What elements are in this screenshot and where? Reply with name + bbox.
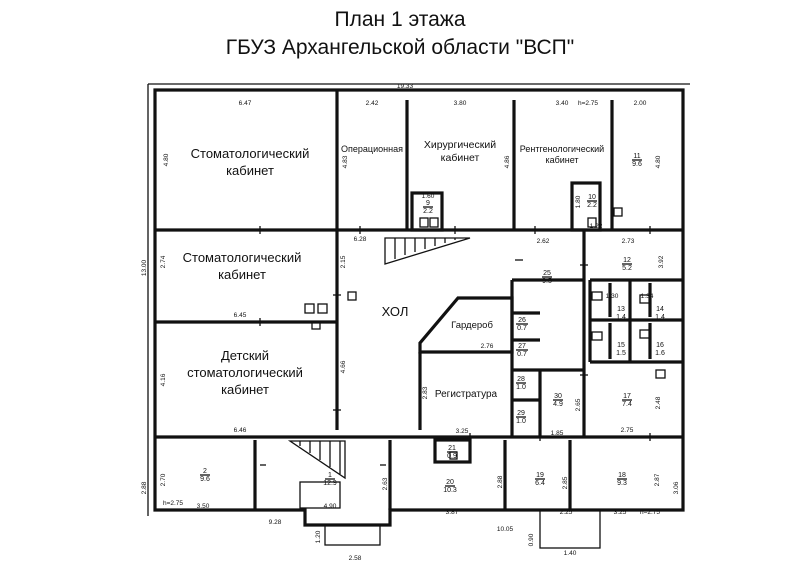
dimension: 1.30 (606, 293, 619, 300)
dimension: 2.83 (422, 386, 429, 399)
room-10-wall (570, 181, 602, 232)
dimension: 6.47 (239, 100, 252, 107)
dimension: 4.83 (342, 155, 349, 168)
dimension-labels: 19.33 6.47 2.42 3.80 3.40 h=2.75 2.00 4.… (141, 83, 680, 562)
dimension: 2.42 (366, 100, 379, 107)
dimension: 2.88 (497, 475, 504, 488)
dimension: 19.33 (397, 83, 414, 90)
dimension: 2.58 (349, 555, 362, 562)
dimension: h=2.75 (640, 509, 660, 516)
dimension: 3.25 (456, 428, 469, 435)
dimension: 3.92 (658, 255, 665, 268)
dimension: 1.85 (551, 430, 564, 437)
dimension: 6.28 (354, 236, 367, 243)
operating-room-label: Операционная (341, 144, 403, 154)
room-21-wall (433, 438, 472, 464)
dimension: 3.40 (556, 100, 569, 107)
dimension: 4.80 (163, 153, 170, 166)
dimension: 1.80 (575, 195, 582, 208)
dimension: 3.80 (454, 100, 467, 107)
dimension: 2.88 (141, 481, 148, 494)
dimension: h=2.75 (578, 100, 598, 107)
dimension: 1.34 (641, 293, 654, 300)
dimension: 6.46 (234, 427, 247, 434)
dimension: 1.20 (315, 530, 322, 543)
registry-label: Регистратура (435, 389, 498, 400)
dimension: 4.66 (340, 360, 347, 373)
dimension: 13.00 (141, 259, 148, 276)
dimension: 4.16 (160, 373, 167, 386)
dimension: 4.86 (504, 155, 511, 168)
dimension: 3.87 (446, 509, 459, 516)
dimension: 2.75 (621, 427, 634, 434)
dimension: 2.70 (160, 473, 167, 486)
dimension: 3.06 (673, 481, 680, 494)
dimension: 2.62 (537, 238, 550, 245)
dimension: 1.60 (422, 193, 435, 200)
dimension: 2.74 (160, 255, 167, 268)
dimension: 2.73 (622, 238, 635, 245)
dimension: 6.45 (234, 312, 247, 319)
dimension: 2.25 (560, 509, 573, 516)
door-marks (259, 226, 651, 466)
dimension: 4.90 (324, 503, 337, 510)
dimension: 2.00 (634, 100, 647, 107)
plan-title: План 1 этажа (334, 8, 466, 31)
dimension: 1.22 (590, 223, 603, 230)
wardrobe-wall (418, 296, 514, 354)
dimension: 2.65 (575, 398, 582, 411)
dimension: 4.80 (655, 155, 662, 168)
dimension: 1.40 (564, 550, 577, 557)
porch (324, 524, 381, 546)
plan-subtitle: ГБУЗ Архангельской области "ВСП" (225, 36, 575, 59)
dimension: 9.28 (269, 519, 282, 526)
porch-right (539, 509, 601, 549)
hall-stairs (384, 237, 471, 265)
room-9-wall (410, 191, 444, 232)
dimension: 3.25 (614, 509, 627, 516)
dimension: h=2.75 (163, 500, 183, 507)
hall-label: ХОЛ (382, 304, 409, 319)
lower-stairs (287, 440, 346, 509)
dimension: 2.63 (382, 477, 389, 490)
wardrobe-label: Гардероб (451, 320, 493, 331)
dimension: 2.85 (562, 476, 569, 489)
dimension: 2.87 (654, 473, 661, 486)
dimension: 0.90 (528, 533, 535, 546)
dimension: 2.48 (655, 396, 662, 409)
dimension: 2.76 (481, 343, 494, 350)
dimension: 10.05 (497, 526, 514, 533)
area-underlines (200, 159, 642, 487)
dimension: 2.15 (340, 255, 347, 268)
dimension: 3.50 (197, 503, 210, 510)
